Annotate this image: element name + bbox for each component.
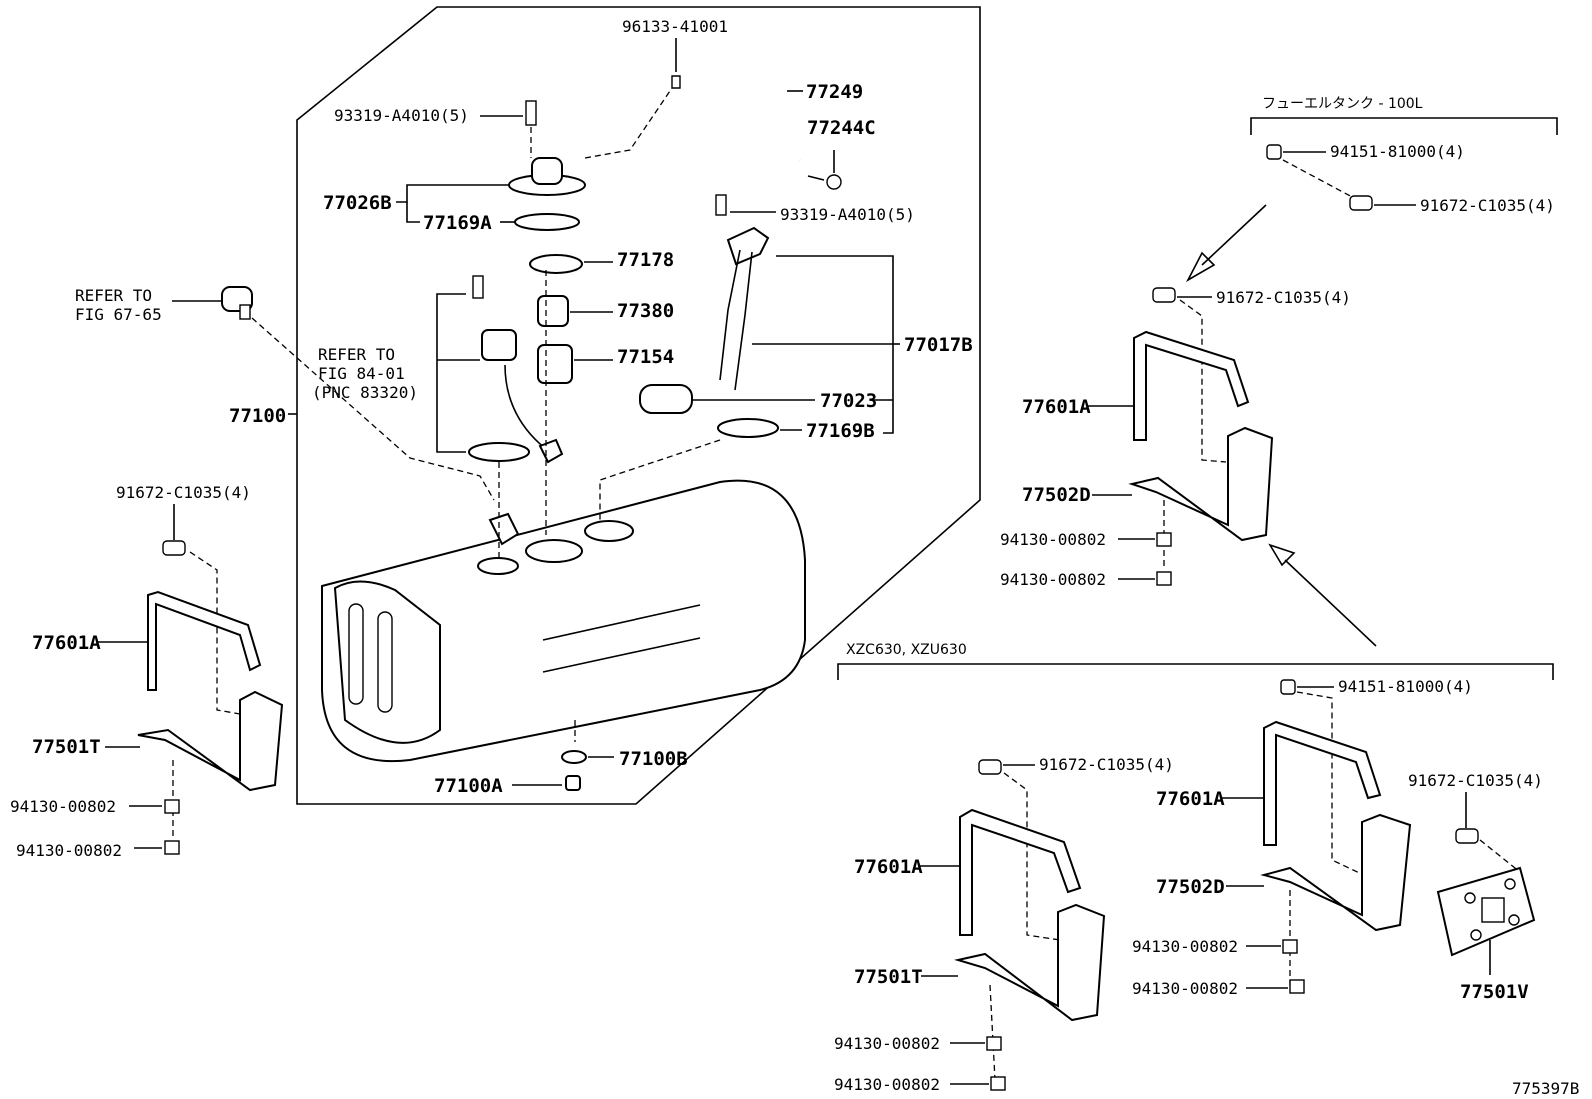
main-assembly-frame bbox=[296, 6, 981, 805]
label-77100b: 77100B bbox=[619, 748, 688, 770]
label-93319-a4010-top: 93319-A4010(5) bbox=[334, 106, 469, 125]
label-77244c: 77244C bbox=[807, 117, 876, 139]
left-bracket-77501t bbox=[137, 690, 284, 792]
br-bolt-left bbox=[978, 759, 1002, 775]
label-br-94130-b: 94130-00802 bbox=[1132, 979, 1238, 998]
label-77100a: 77100A bbox=[434, 775, 503, 797]
drain-plug-part bbox=[221, 286, 253, 320]
label-left-94130-b: 94130-00802 bbox=[16, 841, 122, 860]
br-bracket-77501t bbox=[954, 903, 1106, 1022]
label-tr-77601a: 77601A bbox=[1022, 396, 1091, 418]
drain-washer bbox=[561, 750, 587, 764]
drawing-id: 775397B bbox=[1512, 1079, 1579, 1098]
gauge-sender-assembly bbox=[639, 194, 779, 438]
label-tr-91672-a: 91672-C1035(4) bbox=[1420, 196, 1555, 215]
label-96133-41001: 96133-41001 bbox=[622, 17, 728, 36]
label-tr-title: フューエルタンク - 100L bbox=[1262, 96, 1423, 112]
tr-nut-a bbox=[1156, 532, 1172, 547]
label-77169b: 77169B bbox=[806, 420, 875, 442]
left-bolt bbox=[162, 540, 186, 556]
vent-hose-group bbox=[671, 75, 842, 190]
tr-bracket-77502d bbox=[1128, 426, 1274, 542]
tr-arrow-up bbox=[1268, 543, 1377, 647]
drain-plug bbox=[565, 775, 581, 791]
label-br-91672-b: 91672-C1035(4) bbox=[1408, 771, 1543, 790]
label-77380: 77380 bbox=[617, 300, 674, 322]
label-br-94130-a: 94130-00802 bbox=[1132, 937, 1238, 956]
label-77100: 77100 bbox=[229, 405, 286, 427]
label-tr-77502d: 77502D bbox=[1022, 484, 1091, 506]
label-77026b: 77026B bbox=[323, 192, 392, 214]
label-br-77502d: 77502D bbox=[1156, 876, 1225, 898]
label-93319-a4010-right: 93319-A4010(5) bbox=[780, 205, 915, 224]
label-br-77601a-right: 77601A bbox=[1156, 788, 1225, 810]
label-left-77501t: 77501T bbox=[32, 736, 101, 758]
label-77178: 77178 bbox=[617, 249, 674, 271]
label-tr-94151: 94151-81000(4) bbox=[1330, 142, 1465, 161]
label-77154: 77154 bbox=[617, 346, 674, 368]
label-br-94151: 94151-81000(4) bbox=[1338, 677, 1473, 696]
label-br-94130-c: 94130-00802 bbox=[834, 1034, 940, 1053]
label-left-77601a: 77601A bbox=[32, 632, 101, 654]
label-left-94130-a: 94130-00802 bbox=[10, 797, 116, 816]
tr-arrow-down bbox=[1186, 204, 1267, 283]
br-bolt-right bbox=[1455, 828, 1479, 844]
label-br-91672-a: 91672-C1035(4) bbox=[1039, 755, 1174, 774]
fuel-tank-body bbox=[321, 479, 806, 763]
label-br-94130-d: 94130-00802 bbox=[834, 1075, 940, 1094]
label-refer-84-01-c: (PNC 83320) bbox=[312, 383, 418, 402]
br-nut-d bbox=[990, 1076, 1006, 1091]
pump-unit bbox=[468, 275, 564, 464]
label-refer-67-65-b: FIG 67-65 bbox=[75, 305, 162, 324]
br-nut-b bbox=[1289, 979, 1305, 994]
label-77023: 77023 bbox=[820, 390, 877, 412]
label-br-title: XZC630, XZU630 bbox=[846, 642, 967, 658]
label-tr-94130-a: 94130-00802 bbox=[1000, 530, 1106, 549]
tr-bolt-b bbox=[1152, 287, 1176, 303]
br-strap-right-77601a bbox=[1263, 720, 1382, 846]
fuel-sender-top bbox=[508, 100, 586, 384]
left-nut-a bbox=[164, 799, 180, 814]
label-tr-91672-b: 91672-C1035(4) bbox=[1216, 288, 1351, 307]
left-nut-b bbox=[164, 840, 180, 855]
label-refer-67-65-a: REFER TO bbox=[75, 286, 152, 305]
left-strap-77601a bbox=[147, 590, 262, 691]
br-plate-77501v bbox=[1436, 866, 1536, 957]
label-refer-84-01-a: REFER TO bbox=[318, 345, 395, 364]
label-tr-94130-b: 94130-00802 bbox=[1000, 570, 1106, 589]
label-77169a: 77169A bbox=[423, 212, 492, 234]
br-nut-a bbox=[1282, 939, 1298, 954]
br-bracket-77502d bbox=[1260, 813, 1412, 932]
tr-nut bbox=[1266, 144, 1282, 160]
label-refer-84-01-b: FIG 84-01 bbox=[318, 364, 405, 383]
tr-bolt-a bbox=[1349, 195, 1373, 211]
br-nut-top bbox=[1280, 679, 1296, 695]
label-br-77601a-left: 77601A bbox=[854, 856, 923, 878]
br-strap-left-77601a bbox=[959, 808, 1082, 936]
tr-strap-77601a bbox=[1133, 330, 1250, 441]
tr-nut-b bbox=[1156, 571, 1172, 586]
label-77249: 77249 bbox=[806, 81, 863, 103]
label-left-91672: 91672-C1035(4) bbox=[116, 483, 251, 502]
label-br-77501v: 77501V bbox=[1460, 981, 1529, 1003]
br-nut-c bbox=[986, 1036, 1002, 1051]
label-77017b: 77017B bbox=[904, 334, 973, 356]
label-br-77501t: 77501T bbox=[854, 966, 923, 988]
